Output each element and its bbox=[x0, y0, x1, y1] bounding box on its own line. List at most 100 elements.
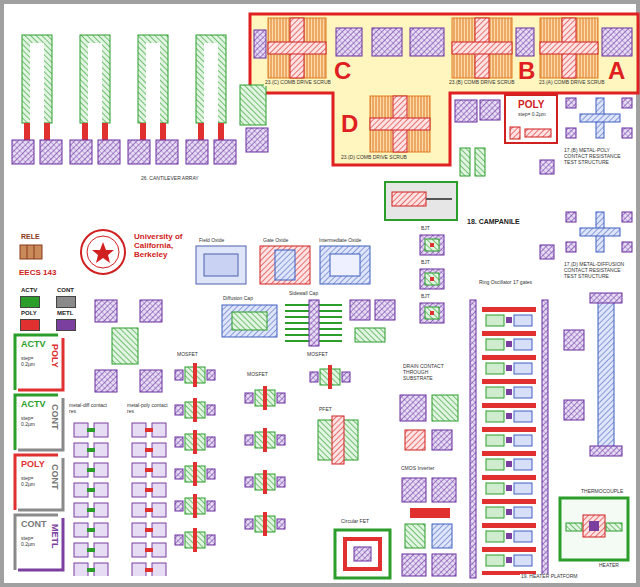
layout-shape bbox=[309, 300, 319, 346]
layout-shape bbox=[95, 370, 117, 392]
layout-shape bbox=[175, 501, 183, 511]
layout-shape bbox=[277, 477, 285, 487]
layout-label: 23.(D) COMB DRIVE SCRUB bbox=[340, 155, 408, 161]
layout-shape bbox=[622, 98, 632, 108]
layout-shape bbox=[193, 430, 197, 454]
layout-shape bbox=[245, 393, 253, 403]
layout-shape bbox=[542, 300, 548, 578]
layout-shape bbox=[245, 519, 253, 529]
region-letter: D bbox=[341, 111, 358, 137]
layout-label: 17.(B) METAL-POLY CONTACT RESISTANCE TES… bbox=[563, 148, 635, 165]
layout-shape bbox=[156, 140, 178, 164]
layout-shape bbox=[335, 530, 390, 578]
layer-side-label: METL bbox=[50, 523, 60, 550]
layout-shape bbox=[583, 515, 605, 537]
layout-shape bbox=[140, 123, 146, 141]
layout-label: POLY bbox=[20, 459, 46, 469]
layout-shape bbox=[392, 192, 426, 206]
layout-shape bbox=[175, 430, 215, 454]
layout-shape bbox=[245, 477, 253, 487]
layout-shape bbox=[146, 43, 160, 124]
layout-shape bbox=[193, 528, 197, 552]
layout-shape bbox=[22, 35, 52, 123]
layout-shape bbox=[175, 535, 183, 545]
layout-shape bbox=[355, 328, 385, 342]
layout-shape bbox=[475, 148, 485, 176]
layout-shape bbox=[245, 386, 285, 410]
layout-label: ACTV bbox=[20, 339, 47, 349]
layout-shape bbox=[426, 198, 452, 200]
layout-shape bbox=[505, 95, 557, 143]
layout-shape bbox=[240, 85, 266, 125]
layout-label: Circular FET bbox=[340, 519, 370, 525]
layout-label: step= 0.2µm bbox=[517, 112, 547, 118]
layout-shape bbox=[598, 300, 614, 448]
layout-shape bbox=[432, 478, 456, 502]
layout-label: 23.(B) COMB DRIVE SCRUB bbox=[448, 80, 516, 86]
layout-label: HEATER bbox=[598, 563, 620, 569]
layout-shape bbox=[590, 446, 622, 456]
layout-shape bbox=[18, 518, 63, 570]
layout-shape bbox=[175, 398, 215, 422]
layout-shape bbox=[24, 123, 224, 141]
layout-shape bbox=[460, 148, 470, 176]
layer-side-label: CONT bbox=[50, 463, 60, 491]
layout-shape bbox=[186, 140, 208, 164]
layout-shape bbox=[564, 330, 584, 350]
layout-shape bbox=[342, 372, 350, 382]
layout-label: Ring Oscillator 17 gates bbox=[478, 280, 540, 286]
layout-shape bbox=[12, 35, 268, 164]
layout-shape bbox=[193, 363, 197, 387]
layout-shape bbox=[193, 398, 197, 422]
layout-shape bbox=[193, 462, 197, 486]
layout-shape bbox=[622, 128, 632, 138]
legend-swatch bbox=[56, 319, 76, 331]
layout-label: PFET bbox=[318, 407, 333, 413]
layout-shape bbox=[250, 14, 638, 165]
layout-shape bbox=[175, 363, 215, 387]
layout-shape bbox=[222, 305, 277, 337]
layout-shape bbox=[196, 35, 226, 123]
layout-shape bbox=[30, 43, 44, 124]
layout-shape bbox=[405, 524, 425, 548]
layout-shape bbox=[160, 123, 166, 141]
layout-label: CONT bbox=[20, 519, 48, 529]
layout-shape bbox=[478, 305, 540, 575]
layout-shape bbox=[425, 239, 439, 251]
layout-shape bbox=[336, 28, 362, 56]
layout-shape bbox=[430, 311, 434, 315]
layout-shape bbox=[87, 236, 119, 268]
layout-shape bbox=[420, 235, 444, 255]
layout-label: RELE bbox=[20, 233, 41, 241]
layout-label: 26. CANTILEVER ARRAY bbox=[140, 176, 200, 182]
layout-shape bbox=[260, 246, 310, 284]
layout-shape bbox=[268, 42, 326, 54]
layout-label: 23.(C) COMB DRIVE SCRUB bbox=[264, 80, 332, 86]
legend-text: CONT bbox=[56, 287, 75, 294]
layout-shape bbox=[432, 554, 456, 576]
layout-shape bbox=[310, 365, 350, 389]
layout-shape bbox=[128, 140, 150, 164]
layout-shape bbox=[430, 243, 434, 247]
layout-shape bbox=[175, 462, 215, 486]
layout-label: Intermediate Oxide bbox=[318, 238, 362, 244]
layout-label: 19. HEATER PLATFORM bbox=[520, 574, 579, 580]
layout-shape bbox=[375, 300, 395, 320]
layout-label: EECS 143 bbox=[18, 268, 57, 277]
layout-shape bbox=[420, 235, 444, 323]
layout-shape bbox=[140, 370, 162, 392]
layout-shape bbox=[70, 140, 92, 164]
layout-shape bbox=[370, 96, 430, 152]
layout-shape bbox=[405, 430, 425, 450]
layout-shape bbox=[345, 539, 380, 569]
layout-shape bbox=[12, 140, 34, 164]
layout-shape bbox=[18, 338, 63, 390]
layout-shape bbox=[268, 18, 326, 78]
layout-shape bbox=[24, 123, 30, 141]
layout-shape bbox=[175, 494, 215, 518]
layout-label: step= 0.2µm bbox=[20, 476, 48, 488]
legend-text: ACTV bbox=[20, 287, 38, 294]
layout-shape bbox=[263, 386, 267, 410]
layout-shape bbox=[566, 98, 576, 108]
layout-shape bbox=[332, 416, 344, 464]
